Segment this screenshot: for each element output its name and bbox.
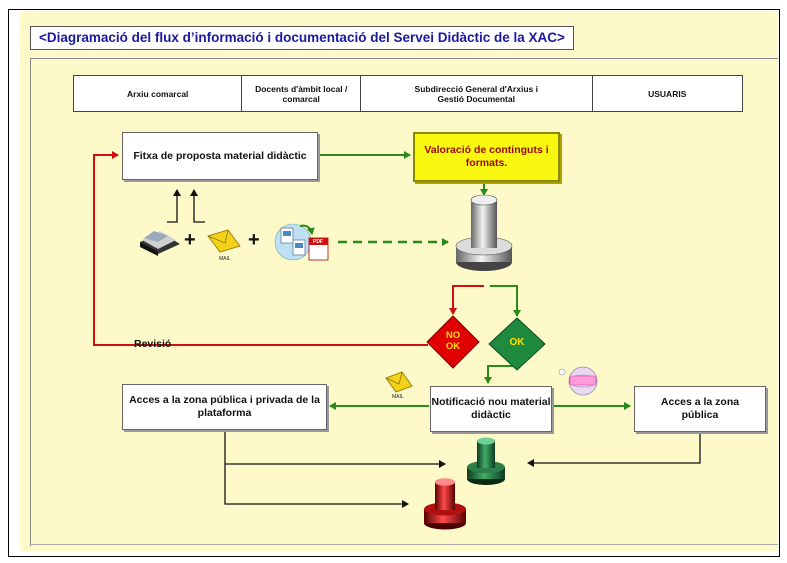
arrow-scanner-up: [167, 189, 181, 223]
mail-label: MAIL: [219, 256, 231, 262]
decision-no-ok-label: NO OK: [445, 330, 461, 352]
divider-bottom: [30, 544, 778, 545]
plus-sign-2: +: [248, 229, 260, 251]
lane-docents: Docents d'àmbit local / comarcal: [242, 76, 362, 111]
arrow-public-to-green-db: [527, 433, 701, 467]
decision-ok-label: OK: [509, 337, 525, 348]
arrow-mail-up: [190, 189, 205, 223]
page-title: <Diagramació del flux d’informació i doc…: [30, 26, 574, 50]
revision-label: Revisió: [134, 338, 172, 350]
scanner-icon: [140, 231, 180, 256]
lane-subdireccio: Subdirecció General d'Arxius i Gestió Do…: [361, 76, 593, 111]
arrow-db-to-ok: [490, 285, 521, 317]
arrow-full-to-green-db: [224, 432, 446, 468]
plus-sign-1: +: [184, 229, 196, 251]
arrow-ok-to-notification: [484, 365, 517, 384]
arrow-revision-loop: [93, 151, 428, 346]
arrow-full-to-red-db: [224, 464, 409, 508]
mail-label-notification: MAIL: [392, 394, 404, 400]
database-gray-icon: [455, 194, 513, 271]
box-proposal: Fitxa de proposta material didàctic: [122, 132, 318, 180]
web-icon: [558, 366, 598, 396]
lane-arxiu-comarcal: Arxiu comarcal: [74, 76, 243, 111]
decision-no-ok: [426, 315, 480, 369]
swimlane-header: Arxiu comarcal Docents d'àmbit local / c…: [73, 75, 743, 112]
documents-icon: [274, 223, 329, 261]
box-notification: Notificació nou material didàctic: [430, 386, 552, 432]
box-access-full: Acces a la zona pública i privada de la …: [122, 384, 327, 430]
decision-ok: [488, 317, 546, 371]
box-evaluation: Valoració de continguts i formats.: [413, 132, 560, 182]
database-red-icon: [424, 478, 466, 530]
divider-top: [30, 58, 778, 59]
mail-icon: [207, 229, 241, 253]
box-access-public: Acces a la zona pública: [634, 386, 766, 432]
divider-left: [30, 58, 31, 546]
pdf-label: PDF: [313, 239, 323, 245]
lane-usuaris: USUARIS: [648, 88, 687, 99]
mail-icon-notification: [385, 371, 413, 393]
database-green-icon: [467, 437, 505, 485]
arrow-db-to-nook: [449, 285, 484, 315]
